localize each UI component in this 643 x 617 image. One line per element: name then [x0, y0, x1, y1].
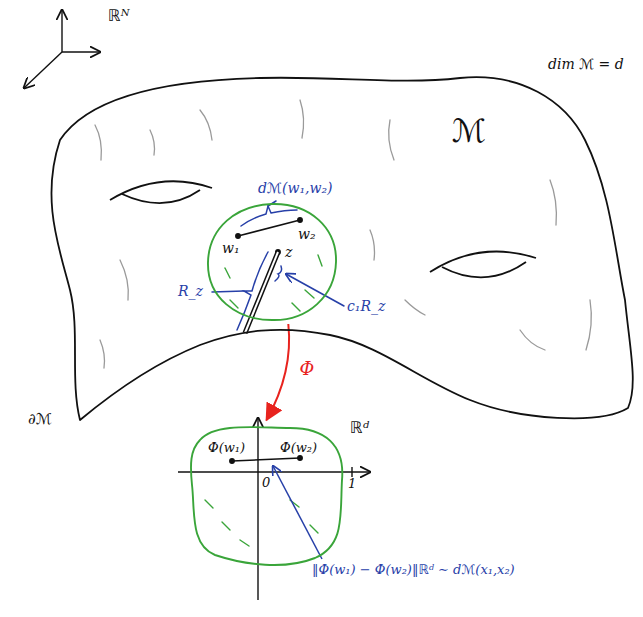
- illustration-stroke: [586, 300, 591, 350]
- illustration-stroke: [24, 52, 62, 88]
- illustration-stroke: [95, 125, 101, 160]
- illustration-stroke: [230, 300, 238, 308]
- equivalence-note: ‖Φ(w₁) − Φ(w₂)‖ℝᵈ ∼ dℳ(x₁,x₂): [312, 562, 515, 578]
- manifold-surface: ℳw₁ w₂ z: [30, 50, 643, 435]
- map-arrow: [267, 324, 290, 420]
- illustration-stroke: [110, 181, 212, 200]
- illustration-stroke: [150, 130, 155, 155]
- space-label: ℝᵈ: [350, 418, 369, 437]
- illustration-stroke: [351, 467, 352, 477]
- illustration-stroke: [178, 471, 370, 472]
- axis-tick: 1: [348, 476, 356, 492]
- manifold-surface-border: [51, 77, 632, 420]
- illustration-stroke: [120, 260, 128, 300]
- illustration-stroke: [241, 206, 297, 226]
- illustration-stroke: [442, 262, 526, 277]
- geodesic-ball-outline: [204, 200, 340, 324]
- illustration-stroke: [222, 522, 230, 530]
- illustration-stroke: [370, 230, 375, 260]
- map-label: Φ: [297, 358, 316, 380]
- chart-image: Φ(w₁) Φ(w₂): [184, 420, 349, 570]
- geodesic-ball: w₁ w₂ z: [204, 200, 340, 324]
- illustration-stroke: [205, 500, 213, 508]
- illustration-stroke: [286, 274, 344, 306]
- illustration-stroke: [225, 268, 230, 278]
- point-label: w₂: [298, 226, 316, 243]
- center-label: z: [285, 244, 292, 261]
- point-label: w₁: [222, 240, 240, 257]
- dimension-note: dim ℳ = d: [548, 56, 624, 73]
- distance-braces: [212, 201, 344, 330]
- illustration-stroke: [405, 300, 425, 315]
- image-point-label: Φ(w₂): [280, 440, 317, 456]
- boundary-label: ∂ℳ: [28, 410, 52, 428]
- illustration-stroke: [257, 418, 258, 600]
- illustration-stroke: [230, 459, 234, 463]
- chart-image-border: [191, 427, 342, 565]
- norm-leader: [273, 466, 322, 559]
- ambient-axes: [24, 10, 100, 88]
- illustration-stroke: [236, 234, 240, 238]
- illustration-stroke: [300, 100, 304, 138]
- chart-hatching: [205, 500, 318, 546]
- radius-label: R_z: [178, 283, 203, 300]
- illustration-stroke: [520, 330, 545, 350]
- illustration-stroke: [122, 190, 200, 203]
- illustration-stroke: [240, 540, 249, 546]
- illustration-stroke: [550, 180, 556, 225]
- illustration-stroke: [61, 10, 62, 52]
- illustration-stroke: [298, 456, 302, 460]
- illustration-stroke: [389, 120, 394, 160]
- illustration-stroke: [305, 290, 314, 298]
- illustration-stroke: [100, 340, 105, 368]
- illustration-stroke: [318, 255, 322, 266]
- illustration-stroke: [232, 458, 300, 461]
- illustration-stroke: [200, 110, 212, 140]
- radius-label: c₁R_z: [347, 298, 385, 315]
- illustration-stroke: [298, 218, 302, 222]
- image-point-label: Φ(w₁): [208, 440, 245, 456]
- illustration-stroke: [62, 51, 100, 52]
- illustration-stroke: [310, 525, 318, 533]
- illustration-stroke: [275, 266, 282, 281]
- manifold-name: ℳ: [452, 112, 486, 150]
- distance-label: dℳ(w₁,w₂): [258, 180, 333, 197]
- image-segment: [230, 456, 302, 463]
- axis-tick: 0: [262, 475, 270, 491]
- illustration-stroke: [292, 303, 300, 311]
- geodesic-ball-border: [208, 204, 336, 320]
- manifold-surface-outline: [30, 50, 643, 435]
- illustration-stroke: [212, 291, 244, 292]
- space-label: ℝᴺ: [108, 6, 129, 25]
- surface-shading: [95, 100, 591, 368]
